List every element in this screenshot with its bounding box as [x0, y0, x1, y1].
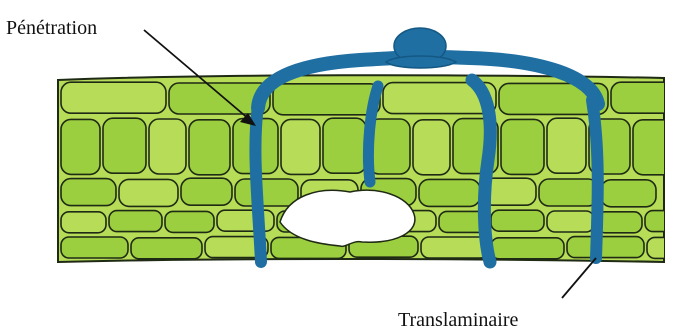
leaf-cell [61, 237, 128, 258]
leaf-cell [235, 179, 298, 206]
appressorium-base [386, 56, 456, 68]
label-penetration: Pénétration [6, 17, 97, 39]
leaf-cell [421, 237, 488, 258]
leaf-cell [501, 119, 544, 174]
leaf-cell [109, 211, 162, 232]
leaf-cell [633, 120, 676, 175]
tissue-cavity [280, 190, 415, 246]
leaf-cell [567, 237, 644, 258]
leaf-cell [61, 179, 116, 206]
leaf-cell [647, 237, 684, 258]
leaf-cell [103, 118, 146, 173]
leaf-cell [539, 179, 598, 206]
leaf-cell [119, 179, 178, 206]
leaf-cell [413, 120, 450, 175]
leaf-cell [217, 210, 274, 231]
leaf-cell [61, 119, 100, 174]
leaf-cell [491, 238, 564, 259]
leaf-cell [281, 119, 320, 174]
leaf-cell [547, 118, 586, 173]
leaf-cell [547, 211, 594, 232]
leaf-cell [149, 119, 186, 174]
leaf-cell [611, 82, 684, 113]
leaf-cell [165, 211, 214, 232]
leaf-cell [131, 238, 202, 259]
leaf-cell [323, 118, 366, 173]
leaf-cell [189, 120, 230, 175]
leaf-cell [61, 82, 166, 113]
leaf-cell [181, 178, 232, 205]
leaf-cell [419, 179, 480, 206]
translaminaire-pointer-line [562, 258, 596, 298]
fungal-strand-right [592, 100, 598, 258]
leaf-cell [491, 210, 544, 231]
fungal-strand-left [255, 106, 261, 262]
label-translaminaire: Translaminaire [398, 309, 518, 331]
leaf-cell [597, 212, 642, 233]
leaf-cell [273, 84, 380, 115]
leaf-cell [601, 180, 656, 207]
leaf-cell [61, 212, 106, 233]
